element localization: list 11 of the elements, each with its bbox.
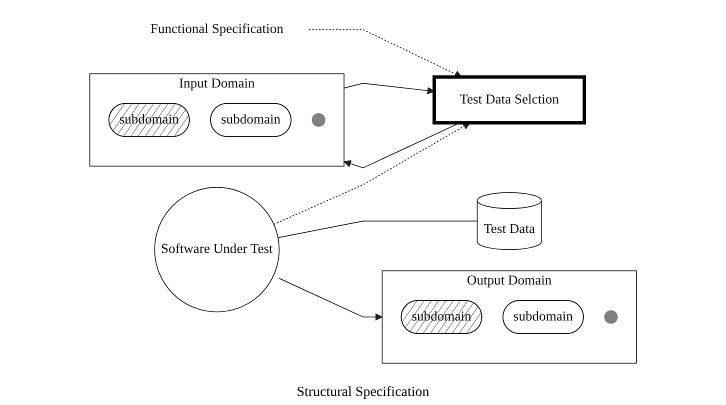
arrow [278,278,382,321]
connector [277,220,478,238]
node-box: Test Data Selction [432,75,586,124]
arrow [273,122,470,225]
node-circle [604,310,618,324]
node-circle [312,113,326,127]
node-circle: Software Under Test [154,186,280,312]
arrow [344,82,434,94]
note-label: Structural Specification [296,385,430,400]
node-text: Functional Specification [150,22,284,36]
arrow [308,29,462,78]
